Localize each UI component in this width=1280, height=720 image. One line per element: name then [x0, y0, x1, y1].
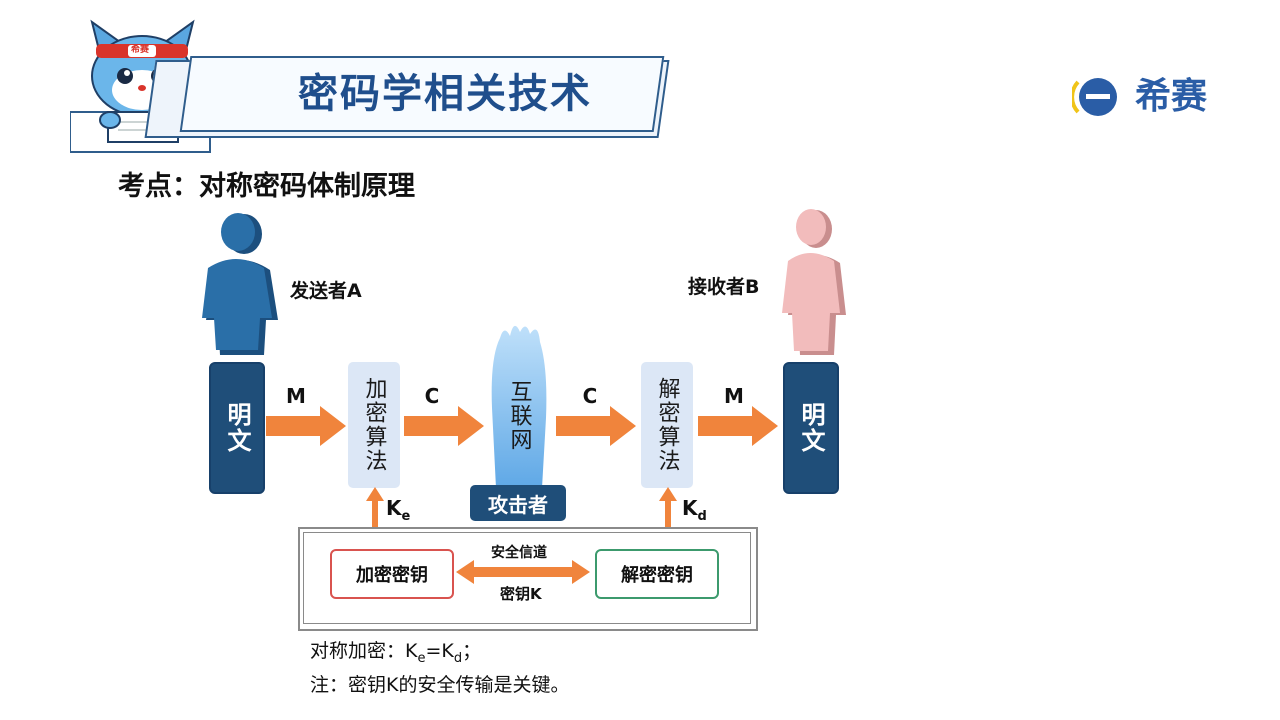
internet-cloud-icon — [491, 325, 547, 488]
encryption-key-box: 加密密钥 — [330, 549, 454, 599]
plaintext-right-text: 明文 — [797, 402, 825, 454]
secure-channel-label: 安全信道 — [491, 545, 547, 561]
note-key-transport: 注：密钥K的安全传输是关键。 — [310, 674, 570, 696]
label-c2: C — [582, 384, 598, 408]
encrypt-algorithm-box: 加密算法 — [348, 362, 400, 488]
arrow-m1-icon — [266, 406, 346, 446]
ke-label: Ke — [386, 496, 411, 524]
encrypt-algorithm-text: 加密算法 — [361, 377, 387, 473]
kd-label: Kd — [682, 496, 707, 524]
logo-text: 希赛 — [1135, 76, 1208, 117]
topic-heading: 考点：对称密码体制原理 — [118, 171, 415, 202]
mascot-badge-text: 希赛 — [131, 45, 150, 55]
sender-label: 发送者A — [290, 280, 362, 302]
plaintext-box-left: 明文 — [209, 362, 265, 494]
label-m1: M — [286, 384, 306, 408]
double-arrow-icon — [456, 560, 590, 584]
receiver-person-icon — [782, 209, 846, 355]
arrow-m2-icon — [698, 406, 778, 446]
arrow-ke-up-icon — [366, 487, 384, 529]
arrow-c1-icon — [404, 406, 484, 446]
decrypt-algorithm-box: 解密算法 — [641, 362, 693, 488]
xisai-logo-icon — [1072, 78, 1117, 116]
decryption-key-box: 解密密钥 — [595, 549, 719, 599]
label-m2: M — [724, 384, 744, 408]
page-title: 密码学相关技术 — [298, 71, 592, 117]
sender-person-icon — [202, 213, 278, 355]
secure-channel-inner-frame — [303, 532, 751, 624]
plaintext-box-right: 明文 — [783, 362, 839, 494]
label-c1: C — [424, 384, 440, 408]
note-symmetric: 对称加密：Ke=Kd； — [310, 640, 482, 666]
arrow-c2-icon — [556, 406, 636, 446]
key-k-label: 密钥K — [500, 585, 542, 603]
decrypt-algorithm-text: 解密算法 — [654, 377, 680, 473]
internet-text: 互联网 — [506, 380, 532, 452]
plaintext-left-text: 明文 — [223, 402, 251, 454]
receiver-label: 接收者B — [688, 276, 760, 298]
arrow-kd-up-icon — [659, 487, 677, 529]
attacker-box: 攻击者 — [470, 485, 566, 521]
